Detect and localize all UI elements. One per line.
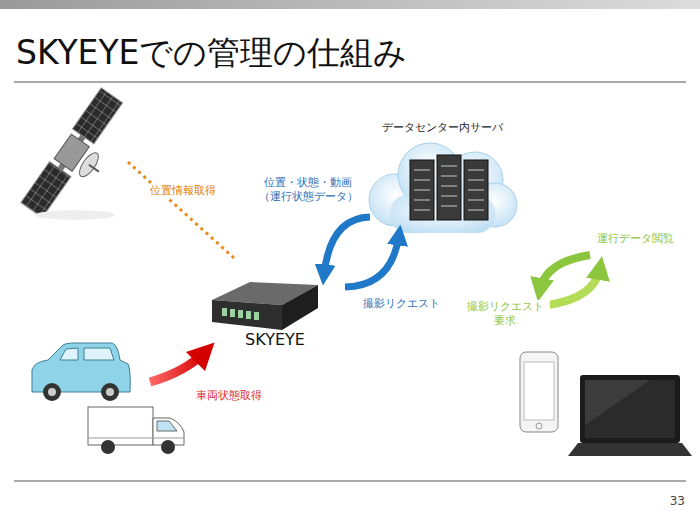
annotation-label: 33	[640, 494, 685, 509]
request-arrow	[540, 255, 590, 290]
edge-label: 撮影リクエスト	[363, 297, 453, 311]
node-box: データセンター内サーバ	[370, 145, 515, 235]
annotation-label: 位置情報取得	[150, 184, 240, 198]
smartphone	[520, 352, 558, 432]
slide-title: SKYEYEでの管理の仕組み	[16, 32, 407, 73]
cloud	[369, 143, 517, 233]
laptop	[568, 375, 692, 456]
gps-line	[128, 162, 234, 258]
node-text: データセンター内サーバ	[350, 121, 535, 135]
title-rule	[14, 81, 686, 82]
annotation-label: 車両状態取得	[196, 389, 286, 403]
van	[88, 407, 184, 454]
footer-rule	[14, 481, 686, 482]
node-box: SKYEYE	[205, 275, 345, 355]
annotation-label: 撮影リクエスト 要求	[460, 300, 550, 328]
edge-label: 位置・状態・動画 （運行状態データ）	[252, 176, 364, 204]
vehicle-arrow	[150, 352, 205, 382]
view-arrow	[548, 268, 600, 305]
node-text: SKYEYE	[205, 330, 345, 350]
data-arrow	[324, 217, 370, 275]
top-bar	[0, 0, 700, 9]
satellite	[21, 88, 139, 229]
annotation-label: 運行データ閲覧	[597, 232, 692, 246]
skyeye-device	[212, 282, 318, 330]
server-racks	[410, 155, 488, 220]
car	[32, 343, 130, 401]
data-arrow	[345, 235, 399, 287]
